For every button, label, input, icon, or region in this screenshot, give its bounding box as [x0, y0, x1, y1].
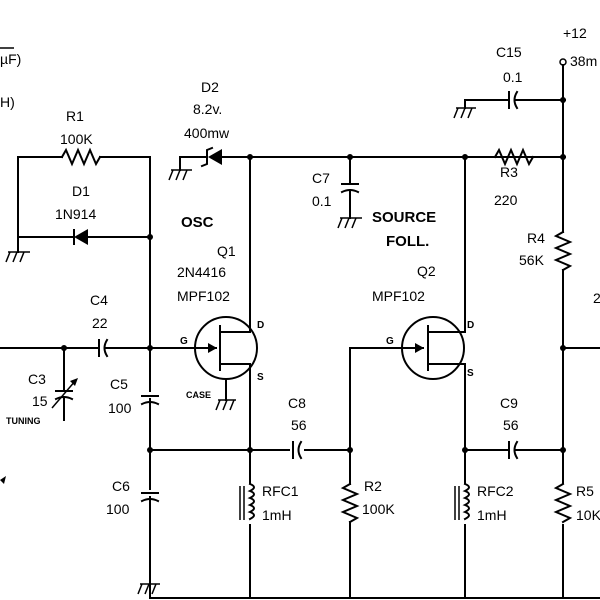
c15-value: 0.1 [503, 69, 523, 85]
node-q1-source [247, 447, 253, 453]
edge-partial-label: 2 [593, 290, 600, 306]
node-c9-r5 [560, 447, 566, 453]
c9-ref: C9 [500, 395, 518, 411]
supply-current-label: 38m [570, 53, 597, 69]
c15-capacitor [464, 90, 566, 110]
d1-diode [17, 229, 151, 245]
d2-ref: D2 [201, 79, 219, 95]
r2-ref: R2 [364, 478, 382, 494]
q1-drain-pin: D [257, 320, 264, 331]
q2-part: MPF102 [372, 288, 425, 304]
c4-capacitor [0, 338, 151, 358]
c3-ref: C3 [28, 371, 46, 387]
d2-rating: 400mw [184, 125, 230, 141]
node-c15 [560, 97, 566, 103]
supply-voltage-label: +12 [563, 25, 587, 41]
r5-resistor [553, 482, 573, 524]
q1-gate-pin: G [180, 336, 188, 347]
q2-drain-pin: D [467, 320, 474, 331]
c3-note: TUNING [6, 416, 41, 426]
c4-ref: C4 [90, 292, 108, 308]
r4-value: 56K [519, 252, 545, 268]
c5-value: 100 [108, 400, 132, 416]
c15-ref: C15 [496, 44, 522, 60]
c6-value: 100 [106, 501, 130, 517]
source-foll-label-1: SOURCE [372, 209, 436, 226]
d2-value: 8.2v. [193, 101, 222, 117]
r4-resistor [553, 230, 600, 599]
node-c5-c6 [147, 447, 153, 453]
r3-resistor [493, 147, 535, 167]
r2-resistor [340, 347, 360, 599]
q1-source-pin: S [257, 372, 264, 383]
r3-ref: R3 [500, 164, 518, 180]
node-d1 [147, 234, 153, 240]
rfc2-inductor [454, 482, 470, 524]
r1-ref: R1 [66, 108, 84, 124]
c6-capacitor [140, 490, 160, 503]
node-r4-out [560, 345, 566, 351]
q1-part2: MPF102 [177, 288, 230, 304]
r5-ref: R5 [576, 483, 594, 499]
rfc1-value: 1mH [262, 507, 292, 523]
r3-value: 220 [494, 192, 518, 208]
q2-ref: Q2 [417, 263, 436, 279]
c7-ref: C7 [312, 170, 330, 186]
rfc1-ref: RFC1 [262, 483, 299, 499]
rfc2-ref: RFC2 [477, 483, 514, 499]
node-r3-r4 [560, 154, 566, 160]
q2-jfet [349, 156, 466, 599]
c7-capacitor [337, 156, 362, 229]
osc-label: OSC [181, 214, 214, 231]
q2-gate-pin: G [386, 336, 394, 347]
d1-ref: D1 [72, 183, 90, 199]
r2-value: 100K [362, 501, 395, 517]
c5-ref: C5 [110, 376, 128, 392]
ground-d2 [168, 156, 192, 181]
c4-value: 22 [92, 315, 108, 331]
r5-value: 10K [576, 507, 600, 523]
c8-ref: C8 [288, 395, 306, 411]
ground-c15 [453, 99, 476, 119]
left-edge-arrow [0, 476, 6, 484]
c9-value: 56 [503, 417, 519, 433]
q1-ref: Q1 [217, 243, 236, 259]
q1-case-label: CASE [186, 390, 211, 400]
c5-capacitor [140, 392, 160, 406]
c9-capacitor [464, 440, 564, 460]
c7-value: 0.1 [312, 193, 332, 209]
node-q2-source [462, 447, 468, 453]
header-units-cap: µF) [0, 51, 21, 67]
q1-part1: 2N4416 [177, 264, 226, 280]
ground-c6 [137, 583, 160, 595]
c3-variable-capacitor [51, 347, 78, 421]
c6-ref: C6 [112, 478, 130, 494]
c8-capacitor [290, 440, 304, 460]
rfc2-value: 1mH [477, 507, 507, 523]
q1-jfet [149, 156, 258, 599]
header-units-ind: H) [0, 94, 15, 110]
source-foll-label-2: FOLL. [386, 233, 429, 250]
q2-source-pin: S [467, 368, 474, 379]
rfc1-inductor [239, 482, 255, 524]
d1-value: 1N914 [55, 206, 96, 222]
c8-value: 56 [291, 417, 307, 433]
r1-resistor [17, 147, 151, 167]
c3-value: 15 [32, 393, 48, 409]
r4-ref: R4 [527, 230, 545, 246]
ground-d1 [5, 236, 30, 263]
r1-value: 100K [60, 131, 93, 147]
